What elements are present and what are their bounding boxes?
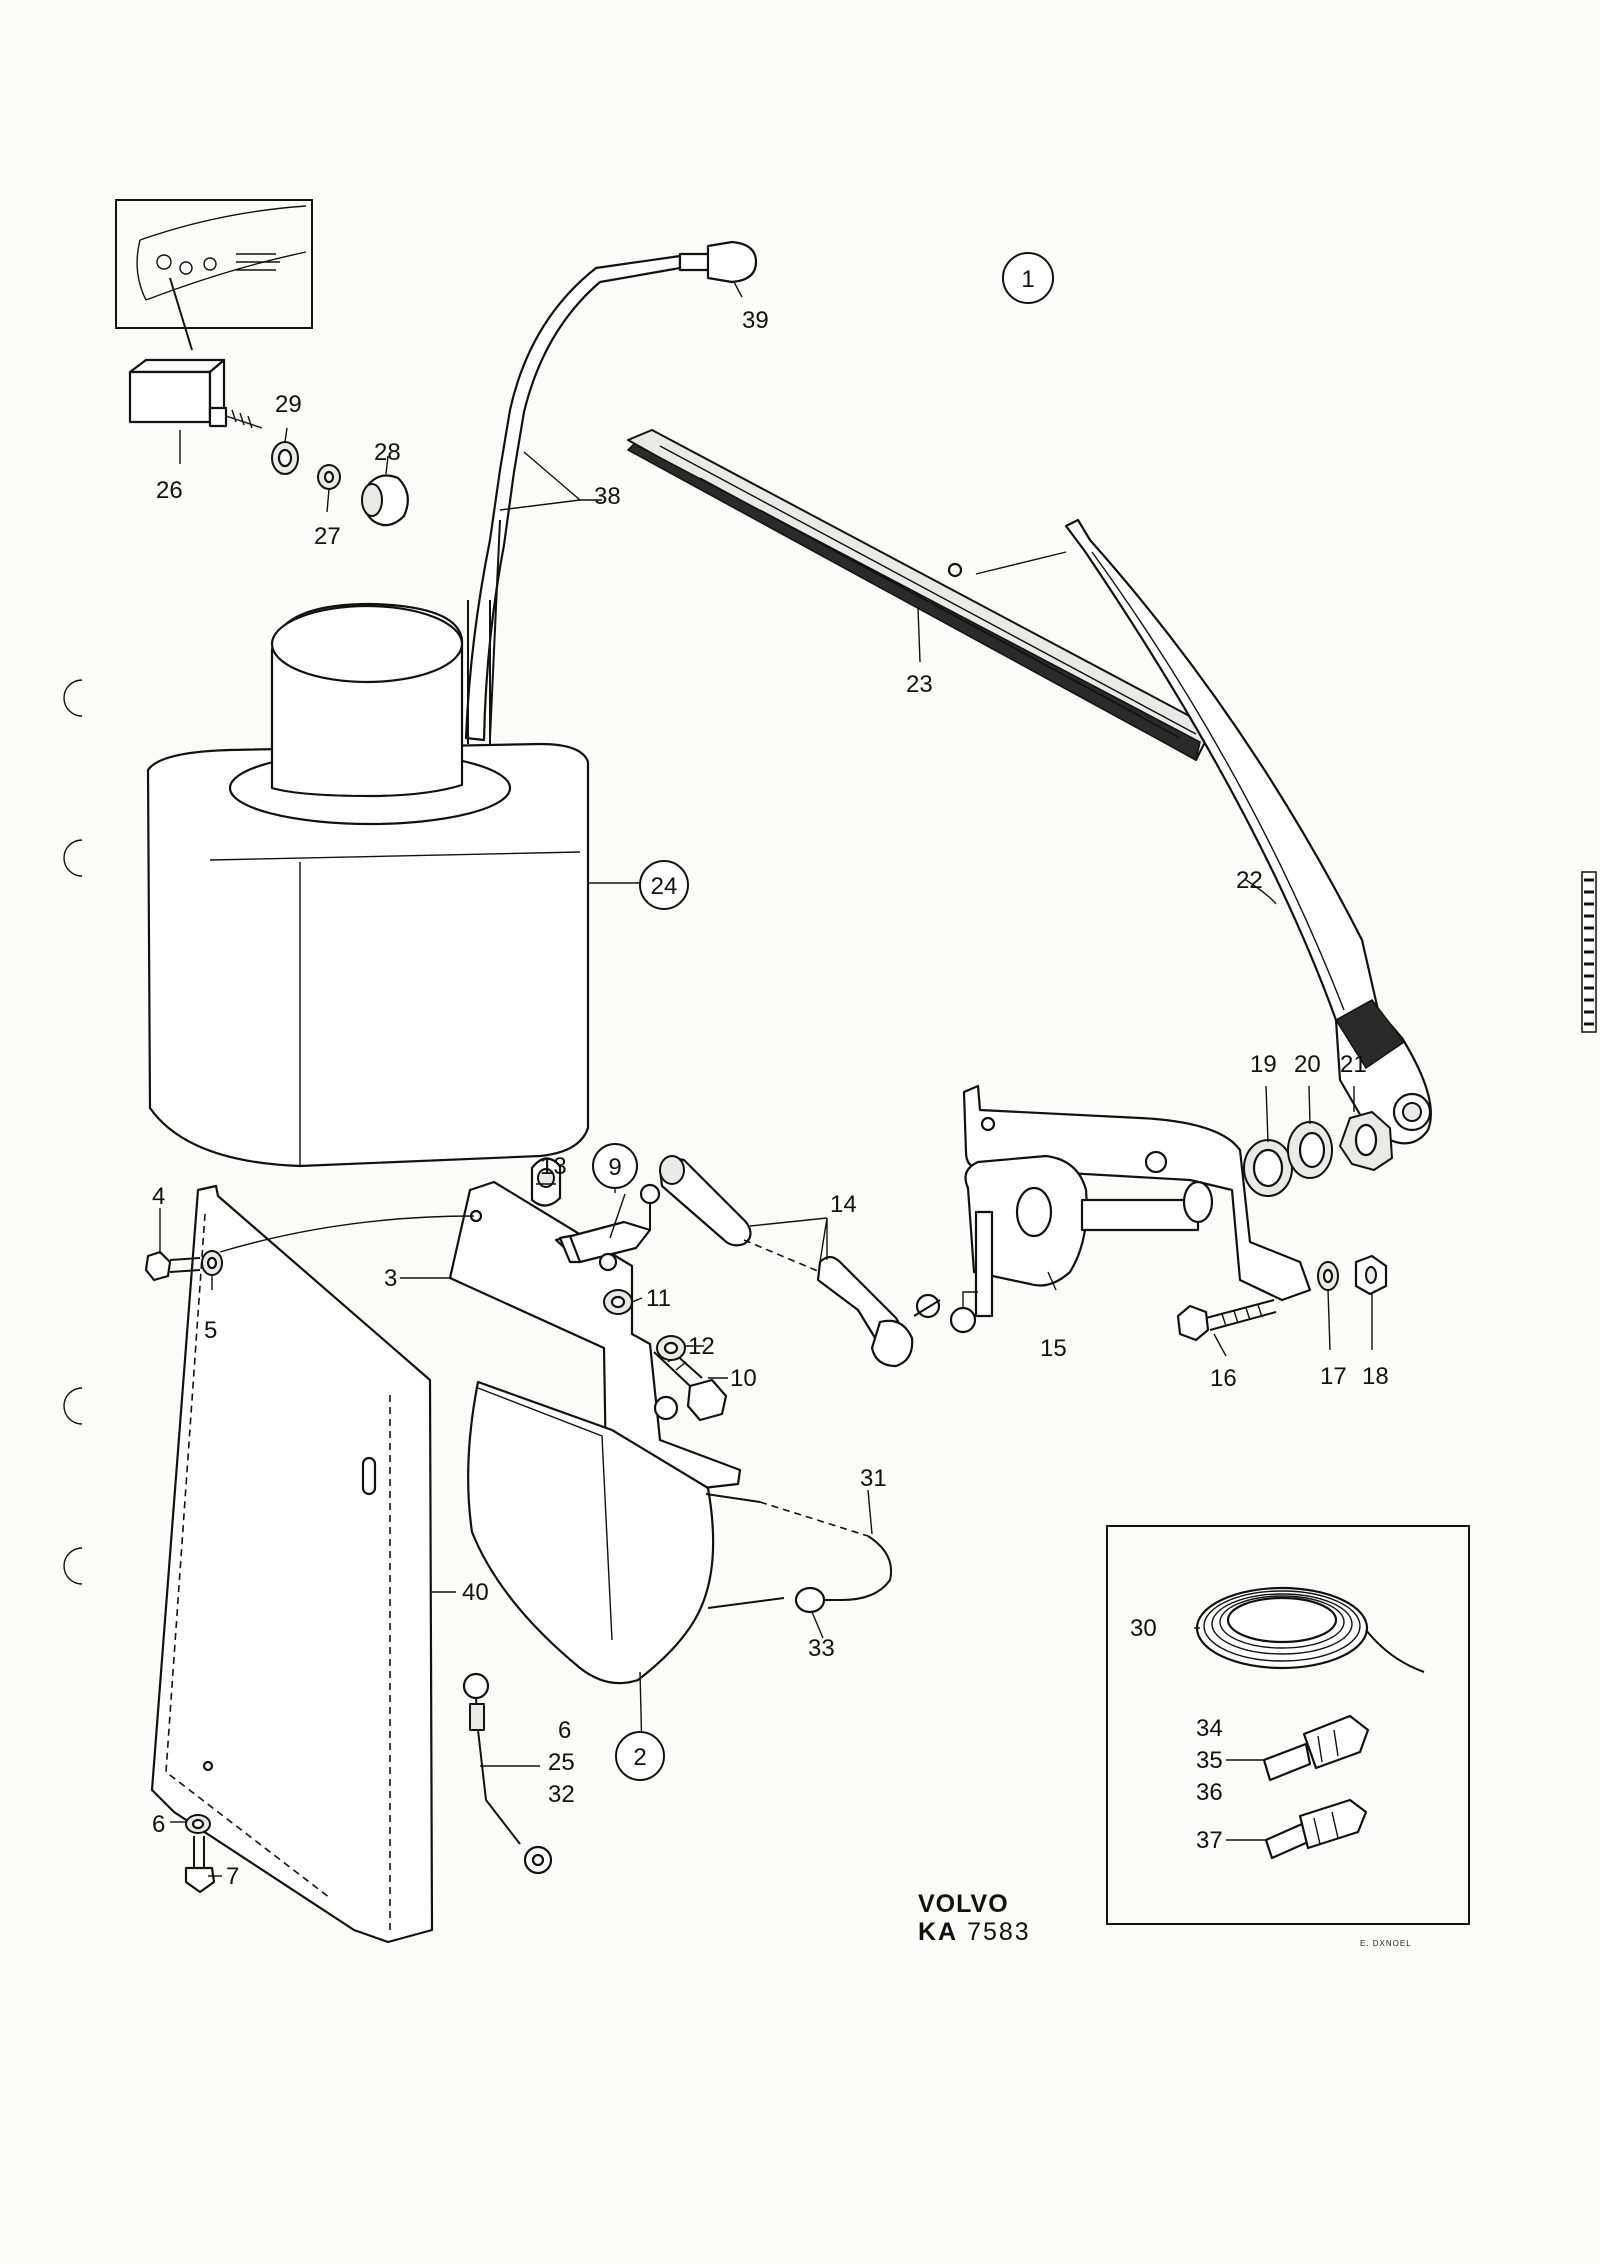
- label-21: 21: [1340, 1051, 1367, 1078]
- pump-cover: [150, 1184, 434, 1944]
- label-38: 38: [594, 483, 621, 510]
- label-31: 31: [860, 1465, 887, 1492]
- label-15: 15: [1040, 1335, 1067, 1362]
- part-labels: 1 24 9 2 39 29 28 26 27 38 23 22 19 20 2…: [152, 266, 1389, 1890]
- label-4: 4: [152, 1183, 165, 1210]
- pump-washer-small: [603, 1289, 633, 1315]
- spindle-nut: [1339, 1111, 1393, 1171]
- pump-sleeve: [530, 1157, 562, 1207]
- link-rod: [658, 1155, 941, 1368]
- wiper-blade: [626, 429, 1213, 762]
- label-33: 33: [808, 1635, 835, 1662]
- cable-connector-b: [1264, 1798, 1368, 1860]
- label-10: 10: [730, 1365, 757, 1392]
- label-6-upper: 6: [558, 1717, 571, 1744]
- label-28: 28: [374, 439, 401, 466]
- wire-coil: [1195, 1586, 1425, 1673]
- label-17: 17: [1320, 1363, 1347, 1390]
- pump-lever: [554, 1183, 661, 1272]
- spindle-spacer: [1243, 1139, 1293, 1197]
- label-34: 34: [1196, 1715, 1223, 1742]
- washer-tube: [464, 254, 682, 742]
- circle-2: [615, 1731, 665, 1781]
- stamp-code: KA 7583: [918, 1918, 1031, 1946]
- bracket-screw: [1176, 1299, 1277, 1342]
- circle-24: [639, 860, 689, 910]
- label-6-lower: 6: [152, 1811, 165, 1838]
- label-27: 27: [314, 523, 341, 550]
- pump-cable: [705, 1493, 892, 1614]
- washer-nozzle: [678, 240, 758, 284]
- wiper-motor-bracket: [949, 1084, 1312, 1334]
- label-12: 12: [688, 1333, 715, 1360]
- cover-lower-screw: [184, 1836, 216, 1894]
- label-22: 22: [1236, 867, 1263, 894]
- label-24: 24: [651, 873, 678, 900]
- stamp-code-prefix: KA: [918, 1918, 958, 1946]
- circle-9: [592, 1143, 638, 1189]
- cover-washer: [201, 1250, 223, 1276]
- label-37: 37: [1196, 1827, 1223, 1854]
- label-11: 11: [646, 1285, 671, 1312]
- dashboard-inset: [115, 199, 313, 351]
- volvo-stamp: VOLVO KA 7583: [918, 1890, 1031, 1946]
- ground-cable: [462, 1672, 553, 1875]
- label-7: 7: [226, 1863, 239, 1890]
- label-25: 25: [548, 1749, 575, 1776]
- label-35: 35: [1196, 1747, 1223, 1774]
- label-2: 2: [633, 1744, 646, 1771]
- label-18: 18: [1362, 1363, 1389, 1390]
- bracket-washer: [1317, 1261, 1339, 1291]
- label-9: 9: [608, 1154, 621, 1181]
- diagram-number-circle: [1002, 252, 1054, 304]
- cover-lower-washer: [185, 1814, 211, 1834]
- label-40: 40: [462, 1579, 489, 1606]
- label-36: 36: [1196, 1779, 1223, 1806]
- label-5: 5: [204, 1317, 217, 1344]
- label-14: 14: [830, 1191, 857, 1218]
- label-19: 19: [1250, 1051, 1277, 1078]
- label-32: 32: [548, 1781, 575, 1808]
- diagram-number: 1: [1021, 266, 1034, 293]
- label-23: 23: [906, 671, 933, 698]
- label-13: 13: [540, 1153, 567, 1180]
- accessory-inset: [1106, 1525, 1470, 1925]
- washer-reservoir: [146, 600, 590, 1168]
- label-39: 39: [742, 307, 769, 334]
- label-16: 16: [1210, 1365, 1237, 1392]
- leader-lines: [159, 281, 1373, 1877]
- label-26: 26: [156, 477, 183, 504]
- cable-connector-a: [1262, 1714, 1370, 1782]
- binder-holes: [63, 679, 83, 1585]
- switch-nut: [271, 441, 299, 475]
- illustrator-signature: E. DXNOEL: [1360, 1939, 1412, 1948]
- switch-washer: [317, 464, 341, 490]
- edge-binding-mark: [1581, 871, 1597, 1033]
- label-29: 29: [275, 391, 302, 418]
- spindle-seal: [1287, 1121, 1333, 1179]
- wiper-arm: [1064, 518, 1432, 1145]
- washer-switch: [128, 358, 263, 429]
- washer-pump: [467, 1380, 715, 1685]
- stamp-code-number: 7583: [967, 1918, 1031, 1946]
- bracket-nut: [1354, 1254, 1388, 1296]
- label-30: 30: [1130, 1615, 1157, 1642]
- label-20: 20: [1294, 1051, 1321, 1078]
- label-3: 3: [384, 1265, 397, 1292]
- pump-washer-large: [656, 1335, 686, 1361]
- stamp-brand: VOLVO: [918, 1890, 1009, 1918]
- switch-knob: [361, 474, 409, 527]
